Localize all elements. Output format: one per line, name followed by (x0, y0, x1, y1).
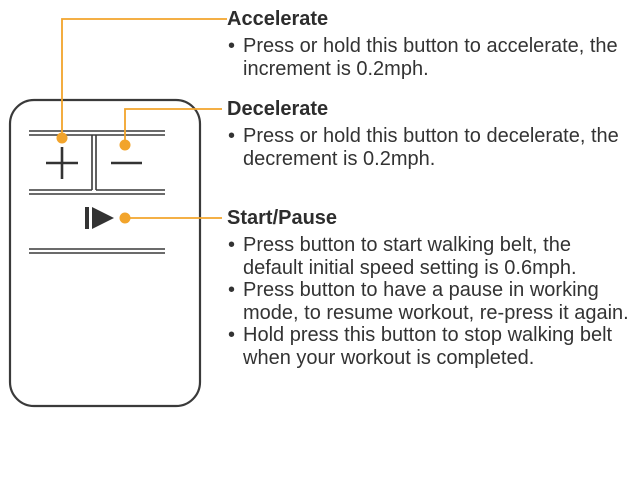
bullet-item: Press button to start walking belt, the … (227, 234, 632, 279)
start-pause-bullets: Press button to start walking belt, the … (227, 234, 632, 369)
decelerate-heading: Decelerate (227, 98, 329, 120)
accelerate-heading: Accelerate (227, 8, 329, 30)
decelerate-section: Decelerate Press or hold this button to … (227, 97, 632, 170)
play-pause-icon (85, 207, 114, 229)
accelerate-bullets: Press or hold this button to accelerate,… (227, 35, 632, 80)
start-pause-button[interactable] (85, 207, 114, 229)
bullet-item: Press or hold this button to accelerate,… (227, 35, 632, 80)
callout-lines (61, 18, 227, 219)
callout-dots (56, 132, 131, 224)
bullet-item: Press button to have a pause in working … (227, 279, 632, 324)
accelerate-section: Accelerate Press or hold this button to … (227, 7, 632, 80)
bullet-item: Hold press this button to stop walking b… (227, 324, 632, 369)
bullet-item: Press or hold this button to decelerate,… (227, 125, 632, 170)
decelerate-bullets: Press or hold this button to decelerate,… (227, 125, 632, 170)
start-pause-section: Start/Pause Press button to start walkin… (227, 206, 632, 369)
start-pause-heading: Start/Pause (227, 207, 338, 229)
plus-icon (46, 147, 78, 179)
button-dividers (29, 130, 165, 254)
accelerate-button[interactable] (46, 147, 78, 179)
